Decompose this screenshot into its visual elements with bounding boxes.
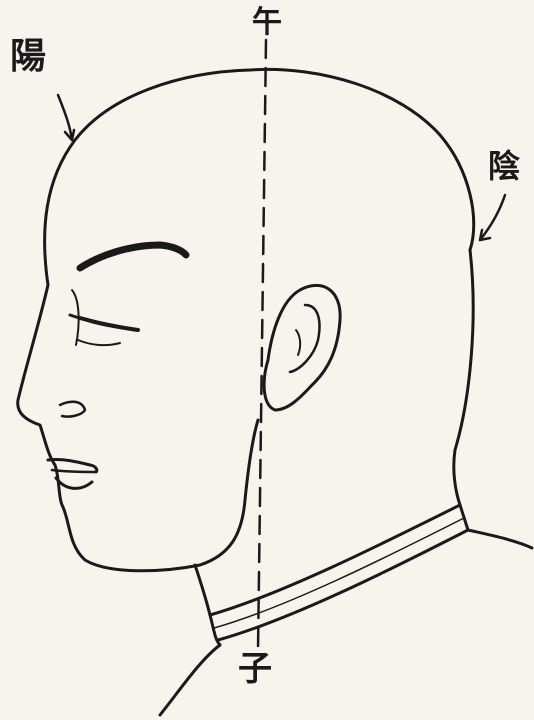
- collar-band-end: [460, 505, 468, 530]
- collar-front-line: [195, 565, 220, 645]
- lower-lip: [56, 478, 92, 488]
- collar-band-lower: [218, 530, 468, 640]
- eye-lower-lid: [78, 340, 120, 345]
- wu-label: 午: [252, 8, 282, 38]
- collar-band-upper: [210, 505, 460, 615]
- yang-label: 陽: [10, 38, 46, 74]
- collar-band-inner: [214, 518, 464, 628]
- eye-lash: [80, 318, 138, 330]
- ear-outer: [264, 285, 340, 410]
- ear-inner: [290, 305, 319, 372]
- chest-line: [160, 645, 220, 715]
- mouth-line: [52, 470, 96, 472]
- yin-label: 陰: [488, 150, 520, 182]
- nostril: [60, 402, 85, 417]
- meridian-dashed-line: [258, 40, 266, 650]
- shoulder-line: [468, 530, 532, 548]
- yin-arrow: [480, 195, 505, 240]
- eyebrow: [80, 245, 186, 268]
- ear-fold: [296, 330, 300, 355]
- zi-label: 子: [238, 652, 272, 686]
- back-of-head: [454, 250, 473, 505]
